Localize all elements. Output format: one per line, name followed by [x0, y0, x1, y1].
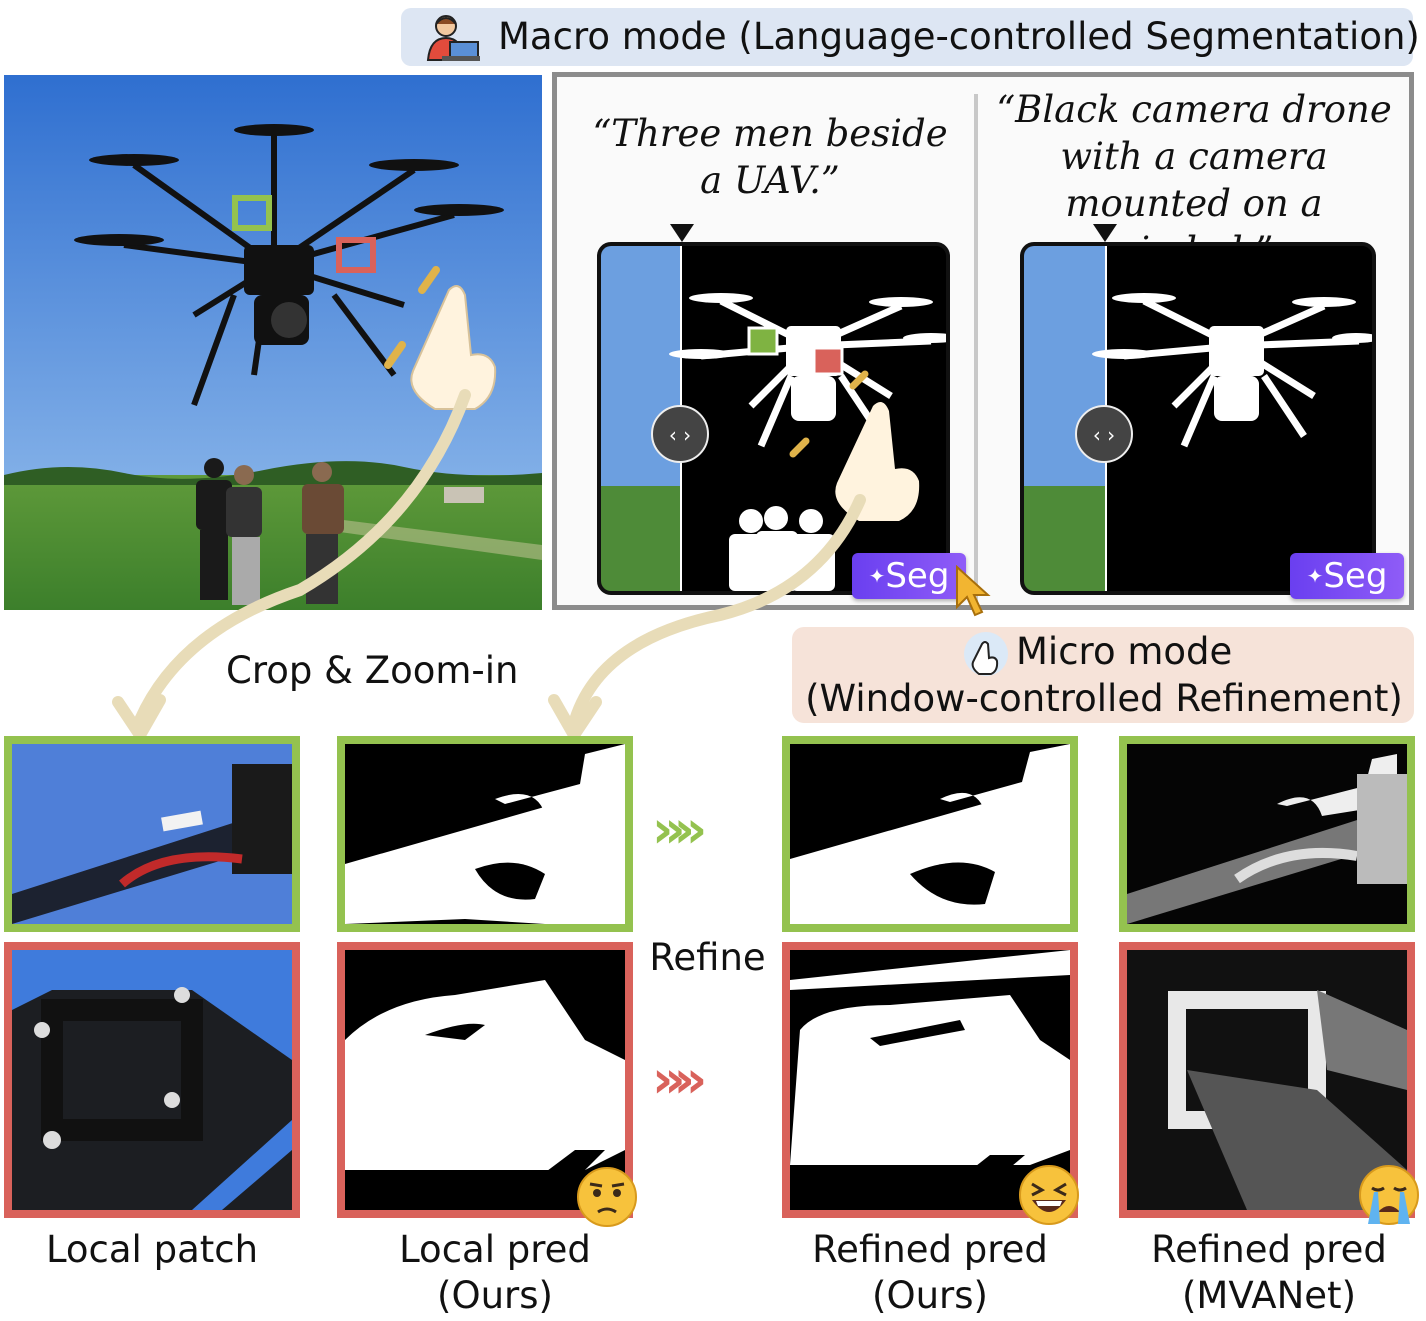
- macro-mode-title: Macro mode (Language-controlled Segmenta…: [498, 15, 1420, 58]
- sparkle-icon: ✦: [1306, 564, 1324, 588]
- micro-mode-subtitle: (Window-controlled Refinement): [805, 677, 1403, 720]
- caption-local-pred-line1: Local pred: [399, 1228, 591, 1271]
- seg-button-right[interactable]: ✦Seg: [1290, 553, 1404, 599]
- refined-mvanet-green: [1119, 736, 1415, 932]
- caption-refined-ours-line1: Refined pred: [812, 1228, 1048, 1271]
- loudly-crying-face-icon: [1358, 1164, 1420, 1230]
- caption-refined-mvanet-line2: (MVANet): [1182, 1274, 1356, 1317]
- compare-slider-handle-right[interactable]: ‹ ›: [1075, 405, 1133, 463]
- drone-photo: [4, 75, 542, 610]
- crop-zoom-label: Crop & Zoom-in: [226, 649, 519, 692]
- prompt-left: “Three men beside a UAV.”: [580, 110, 960, 204]
- user-at-laptop-icon: [420, 12, 480, 62]
- prompt-left-line1: “Three men beside: [592, 112, 948, 155]
- caption-refined-mvanet: Refined pred (MVANet): [1119, 1227, 1419, 1319]
- prompt-right-line1: “Black camera drone: [996, 88, 1392, 131]
- refined-mvanet-red: [1119, 942, 1415, 1218]
- local-pred-red: [337, 942, 633, 1218]
- down-triangle-icon: [670, 224, 694, 248]
- crop-arrows: [112, 389, 866, 741]
- caption-local-pred-line2: (Ours): [437, 1274, 553, 1317]
- local-patch-red: [4, 942, 300, 1218]
- down-triangle-icon: [1093, 224, 1117, 248]
- seg-button-label: Seg: [885, 556, 950, 596]
- refined-ours-green: [782, 736, 1078, 932]
- caption-refined-ours: Refined pred (Ours): [782, 1227, 1078, 1319]
- grinning-squinting-face-icon: [1018, 1164, 1080, 1230]
- caption-local-patch: Local patch: [45, 1228, 259, 1271]
- prompt-right: “Black camera drone with a camera mounte…: [984, 86, 1404, 274]
- micro-mode-banner: [792, 627, 1414, 723]
- seg-button-left[interactable]: ✦Seg: [852, 553, 966, 599]
- refine-chevrons-red: »»: [652, 1050, 707, 1110]
- refine-label: Refine: [649, 936, 766, 979]
- local-pred-green: [337, 736, 633, 932]
- prompt-left-line2: a UAV.”: [700, 159, 840, 202]
- seg-button-label: Seg: [1323, 556, 1388, 596]
- local-patch-green: [4, 736, 300, 932]
- micro-mode-title: Micro mode: [1016, 630, 1233, 673]
- refine-chevrons-green: »»: [652, 800, 707, 860]
- sparkle-icon: ✦: [868, 564, 886, 588]
- compare-slider-handle-left[interactable]: ‹ ›: [651, 405, 709, 463]
- caption-refined-mvanet-line1: Refined pred: [1151, 1228, 1387, 1271]
- caption-refined-ours-line2: (Ours): [872, 1274, 988, 1317]
- caption-local-pred: Local pred (Ours): [337, 1227, 653, 1319]
- confused-face-icon: [576, 1166, 638, 1232]
- prompt-right-line2: with a camera: [1060, 135, 1328, 178]
- tap-hand-icon: [962, 630, 1010, 682]
- cursor-icon: [955, 564, 991, 621]
- macro-mode-banner: [401, 8, 1413, 66]
- refined-ours-red: [782, 942, 1078, 1218]
- panel-divider: [974, 94, 978, 604]
